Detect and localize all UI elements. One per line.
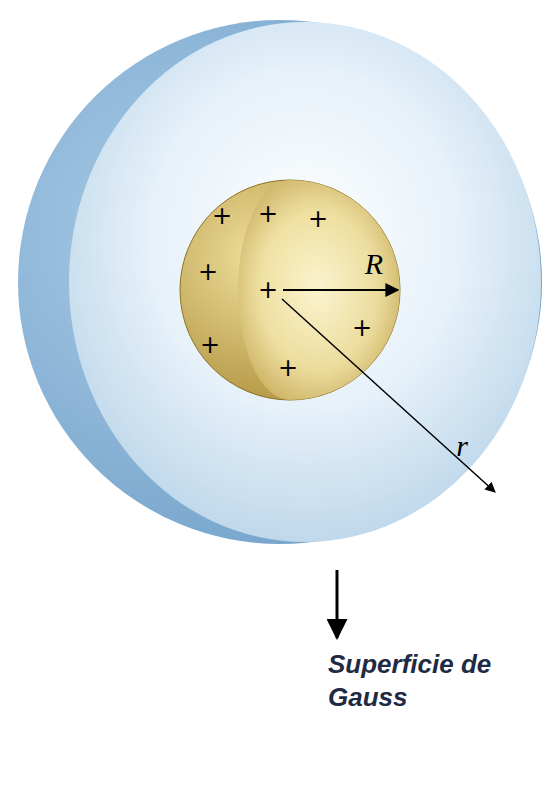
charge-sign: + — [258, 202, 278, 226]
label-holder: + — [362, 328, 382, 352]
radius-label: R — [365, 249, 383, 279]
gauss-sphere-cut — [69, 22, 541, 542]
label-holder: r — [462, 446, 474, 476]
radius-arrow — [282, 299, 495, 492]
charge-sign: + — [198, 260, 218, 284]
radius-arrow — [283, 289, 398, 291]
charge-sign: + — [308, 207, 328, 231]
charge-sign: + — [352, 316, 372, 340]
label-holder: + — [210, 345, 230, 369]
charge-sign: + — [200, 333, 220, 357]
label-holder: + — [268, 214, 288, 238]
charge-sign: + — [212, 204, 232, 228]
label-holder: + — [208, 272, 228, 296]
surface-label: Superficie de Gauss — [328, 648, 543, 713]
label-holder: + — [288, 368, 308, 392]
pointer-arrow — [336, 570, 339, 638]
label-holder: Superficie de Gauss — [328, 648, 543, 713]
charged-sphere — [180, 180, 400, 400]
label-holder: + — [222, 216, 242, 240]
label-holder: R — [374, 264, 392, 294]
charge-sign: + — [278, 356, 298, 380]
gauss-sphere — [18, 20, 542, 544]
charged-sphere-cut — [238, 180, 400, 400]
label-holder: + — [268, 290, 288, 314]
charge-sign: + — [258, 278, 278, 302]
radius-label: r — [456, 431, 468, 461]
label-holder: + — [318, 219, 338, 243]
